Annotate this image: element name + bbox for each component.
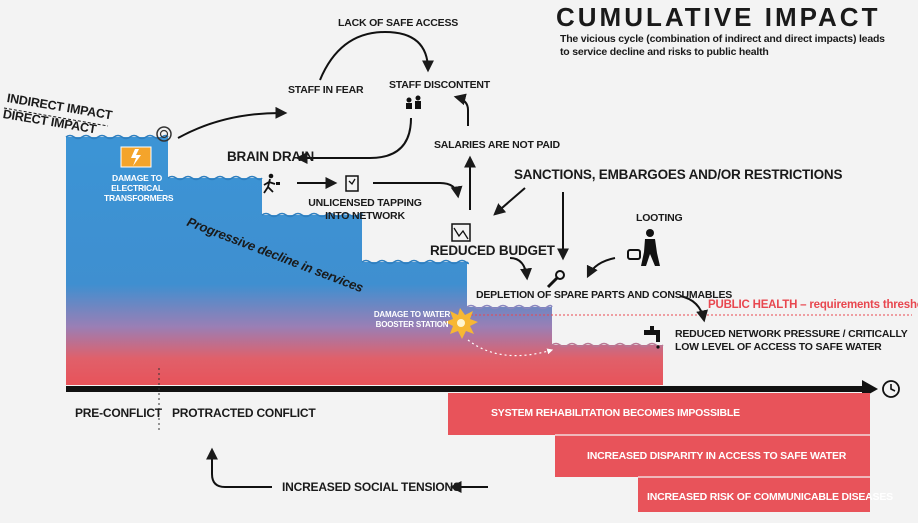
water-tap-icon: [644, 326, 660, 349]
looting-label: LOOTING: [636, 212, 683, 224]
consequence-3-label: INCREASED RISK OF COMMUNICABLE DISEASES: [647, 491, 893, 503]
depletion-label: DEPLETION OF SPARE PARTS AND CONSUMABLES: [476, 289, 733, 301]
pre-conflict-label: PRE-CONFLICT: [75, 406, 162, 420]
lack-of-safe-access-label: LACK OF SAFE ACCESS: [338, 17, 459, 29]
wrench-icon: [546, 270, 565, 289]
budget-chart-icon: [451, 223, 471, 242]
threshold-label: PUBLIC HEALTH – requirements threshold: [708, 299, 918, 311]
running-person-icon: [263, 173, 280, 194]
consequence-1-label: SYSTEM REHABILITATION BECOMES IMPOSSIBLE: [491, 407, 740, 419]
staff-discontent-label: STAFF DISCONTENT: [389, 79, 491, 91]
page-title: CUMULATIVE IMPACT: [556, 2, 881, 32]
unlicensed-tapping-label: UNLICENSED TAPPING INTO NETWORK: [308, 197, 422, 223]
consequence-area: [448, 393, 870, 512]
protracted-conflict-label: PROTRACTED CONFLICT: [172, 406, 316, 420]
sanctions-label: SANCTIONS, EMBARGOES AND/OR RESTRICTIONS: [514, 167, 843, 182]
clock-icon: [882, 380, 900, 398]
arrow-tensions-up: [206, 447, 272, 488]
staff-discontent-icon: [406, 95, 421, 109]
looter-icon: [627, 229, 660, 266]
explosion-icon: [445, 308, 478, 339]
water-surface-waves: [65, 134, 664, 348]
clipboard-icon: [345, 175, 359, 192]
consequence-dividers: [555, 434, 870, 478]
brain-drain-label: BRAIN DRAIN: [227, 149, 315, 164]
salaries-label: SALARIES ARE NOT PAID: [434, 139, 560, 151]
booster-damage-label: DAMAGE TO WATER BOOSTER STATION: [373, 310, 451, 329]
staff-in-fear-label: STAFF IN FEAR: [288, 84, 364, 96]
target-icon: [156, 126, 172, 142]
social-tensions-label: INCREASED SOCIAL TENSIONS: [282, 480, 461, 494]
reduced-pressure-label: REDUCED NETWORK PRESSURE / CRITICALLY LO…: [675, 328, 908, 354]
page-subtitle: The vicious cycle (combination of indire…: [560, 33, 885, 59]
service-level-area: [66, 137, 663, 385]
booster-damage-arrow: [467, 339, 554, 357]
consequence-2-label: INCREASED DISPARITY IN ACCESS TO SAFE WA…: [587, 450, 847, 462]
impact-divider: [3, 107, 109, 127]
electrical-transformer-icon: [120, 146, 152, 168]
reduced-budget-label: REDUCED BUDGET: [430, 243, 555, 258]
cycle-arrows: [177, 30, 708, 323]
transformer-damage-label: DAMAGE TO ELECTRICAL TRANSFORMERS: [104, 173, 174, 203]
